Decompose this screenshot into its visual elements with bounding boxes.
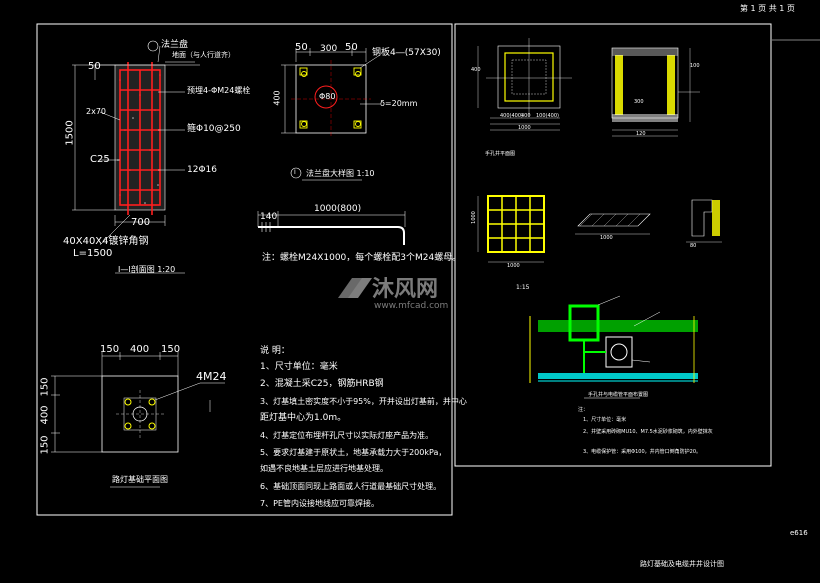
thickness-label: δ=20mm bbox=[380, 99, 418, 108]
well-dim: 400(400) bbox=[500, 113, 523, 119]
grid-dim: 1000 bbox=[507, 263, 520, 269]
rebar2-label: 12Φ16 bbox=[187, 165, 217, 175]
bolt-dim-140: 140 bbox=[260, 212, 278, 222]
note-line: 如遇不良地基土层应进行地基处理。 bbox=[260, 464, 388, 473]
drawing-code: e616 bbox=[790, 529, 808, 537]
dim-50: 50 bbox=[88, 61, 101, 72]
curb-detail-drawing bbox=[686, 199, 722, 243]
dim-2x70: 2x70 bbox=[86, 107, 107, 116]
plan-dim-top-a: 150 bbox=[100, 344, 120, 355]
grid-dim: 1000 bbox=[470, 211, 477, 224]
page-indicator: 第 1 页 共 1 页 bbox=[740, 4, 795, 13]
well-dim: 1000 bbox=[518, 125, 531, 131]
foundation-plan-drawing bbox=[51, 352, 225, 488]
sheet-border bbox=[36, 23, 820, 516]
layout-caption: 手孔井与电缆管平面布置图 bbox=[588, 392, 649, 398]
well-side-dim: 300 bbox=[634, 99, 644, 105]
cover-section-drawing bbox=[575, 213, 651, 235]
plan-bolt-label: 4M24 bbox=[196, 370, 227, 383]
flange-circle-num: Ⅰ bbox=[294, 169, 296, 176]
flange-plate-drawing bbox=[281, 48, 381, 181]
flange-title: 法兰盘大样图 1:10 bbox=[306, 169, 375, 178]
well-side-dim: 120 bbox=[636, 131, 646, 137]
well-side-dim: 100 bbox=[690, 63, 700, 69]
well-dim: 400 bbox=[521, 113, 531, 119]
bolt-drawing bbox=[257, 211, 406, 245]
flange-dim-b: 300 bbox=[320, 44, 338, 54]
flange-dim-a: 50 bbox=[295, 42, 308, 53]
note-line: 6、基础顶面同现上路面或人行道最基础尺寸处理。 bbox=[260, 482, 442, 491]
rebar-label: 箍Φ10@250 bbox=[187, 124, 241, 134]
watermark-url: www.mfcad.com bbox=[374, 301, 449, 311]
layout-plan-drawing bbox=[529, 295, 698, 399]
dim-1500: 1500 bbox=[64, 120, 76, 146]
well-dim: 100(400) bbox=[536, 113, 559, 119]
notes-heading: 说 明： bbox=[260, 346, 290, 356]
concrete-label: C25 bbox=[90, 154, 110, 165]
plan-dim-left-b: 400 bbox=[39, 405, 51, 425]
cover-dim: 1000 bbox=[600, 235, 613, 241]
note-line: 5、要求灯基建于原状土，地基承载力大于200kPa， bbox=[260, 448, 447, 457]
right-note-line: 1、尺寸单位：毫米 bbox=[583, 417, 627, 423]
note-line: 1、尺寸单位：毫米 bbox=[260, 362, 338, 372]
note-line: 4、灯基定位布埋杆孔尺寸以实际灯座产品为准。 bbox=[260, 431, 434, 440]
section-title: Ⅰ—Ⅰ剖面图 1:20 bbox=[118, 265, 176, 274]
note-line: 3、灯基填土密实度不小于95%，开并设出灯基前，并中心 bbox=[260, 397, 467, 406]
bolt-note: 注：螺栓M24X1000，每个螺栓配3个M24螺母。 bbox=[262, 253, 462, 263]
note-line: 2、混凝土采C25，钢筋HRB钢 bbox=[260, 379, 384, 389]
well-section-drawing bbox=[611, 47, 700, 137]
flange-dim-c: 50 bbox=[345, 42, 358, 53]
anchor-label: 预埋4-ΦM24螺栓 bbox=[187, 86, 251, 95]
section-drawing bbox=[72, 40, 200, 274]
hole-dia-label: Φ80 bbox=[319, 92, 336, 101]
cover-dim: 80 bbox=[690, 243, 697, 249]
plan-dim-left-a: 150 bbox=[39, 377, 51, 397]
well-plan-drawing bbox=[477, 38, 572, 131]
plan-title: 路灯基础平面图 bbox=[112, 475, 168, 484]
ground-label: 地面（与人行道齐） bbox=[172, 51, 235, 59]
plan-dim-top-b: 400 bbox=[130, 344, 150, 355]
plate-label: 钢板4―(57X30) bbox=[372, 48, 441, 58]
bolt-dim-1000: 1000(800) bbox=[314, 204, 362, 214]
steel-label-1: 40X40X4镀锌角钢 bbox=[63, 236, 149, 247]
grid-cover-drawing bbox=[477, 195, 545, 263]
note-line: 距灯基中心为1.0m。 bbox=[260, 413, 347, 423]
right-note-line: 3、电缆保护管：采用Φ100，井内管口倒角防护20。 bbox=[583, 449, 702, 455]
plan-dim-left-c: 150 bbox=[39, 435, 51, 455]
drawing-title: 路灯基础及电缆井井设计图 bbox=[640, 560, 724, 568]
steel-label-2: L=1500 bbox=[73, 248, 113, 259]
plan-dim-top-c: 150 bbox=[161, 344, 181, 355]
dim-700: 700 bbox=[131, 217, 151, 228]
flange-label: 法兰盘 bbox=[161, 40, 189, 50]
right-note-line: 注： bbox=[578, 407, 589, 413]
scale-label: 1:15 bbox=[516, 284, 530, 291]
well-plan-caption: 手孔井平面图 bbox=[485, 151, 516, 157]
watermark-logo bbox=[338, 278, 372, 298]
flange-dim-left: 400 bbox=[272, 90, 282, 106]
right-note-line: 2、井壁采用砖砌MU10、M7.5水泥砂浆砌筑，内外壁抹灰 bbox=[583, 429, 713, 435]
note-line: 7、PE管内设接地线应可靠焊接。 bbox=[260, 499, 379, 508]
watermark-brand: 沐风网 bbox=[372, 277, 439, 302]
well-dim: 400 bbox=[471, 67, 481, 73]
